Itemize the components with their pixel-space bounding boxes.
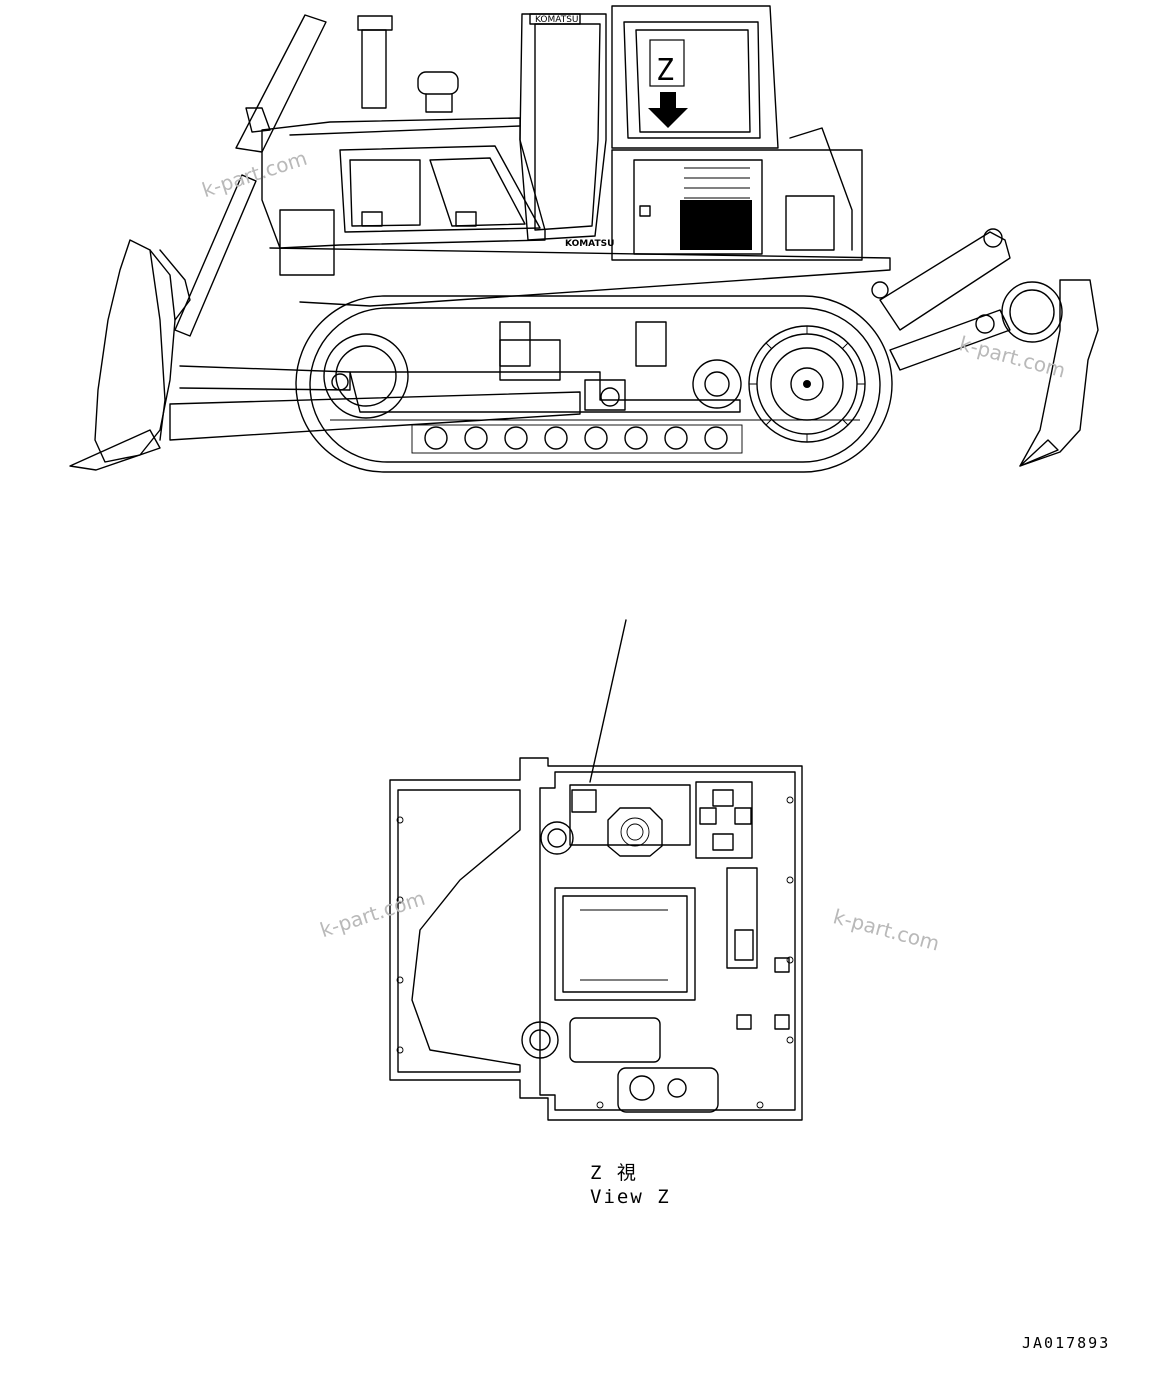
operator-cab bbox=[519, 5, 863, 261]
bulldozer-side-view: KOMATSU KOMATSU Z bbox=[69, 5, 1099, 473]
brand-text-cab: KOMATSU bbox=[535, 15, 579, 25]
drawing-number: JA017893 bbox=[1022, 1334, 1111, 1352]
track-assembly bbox=[295, 295, 893, 473]
dozer-blade bbox=[69, 239, 191, 471]
leader-line bbox=[589, 619, 627, 783]
engine-hood bbox=[261, 117, 891, 307]
view-z-plan bbox=[389, 757, 803, 1121]
brand-text-body: KOMATSU bbox=[565, 239, 614, 249]
ripper bbox=[871, 228, 1099, 467]
track-rollers bbox=[411, 424, 743, 454]
sprocket bbox=[748, 325, 866, 443]
view-caption-jp: Z 視 bbox=[590, 1162, 638, 1184]
view-caption-en: View Z bbox=[590, 1186, 671, 1208]
mounting-bolts bbox=[396, 796, 794, 1109]
view-marker-z: Z bbox=[656, 53, 674, 88]
